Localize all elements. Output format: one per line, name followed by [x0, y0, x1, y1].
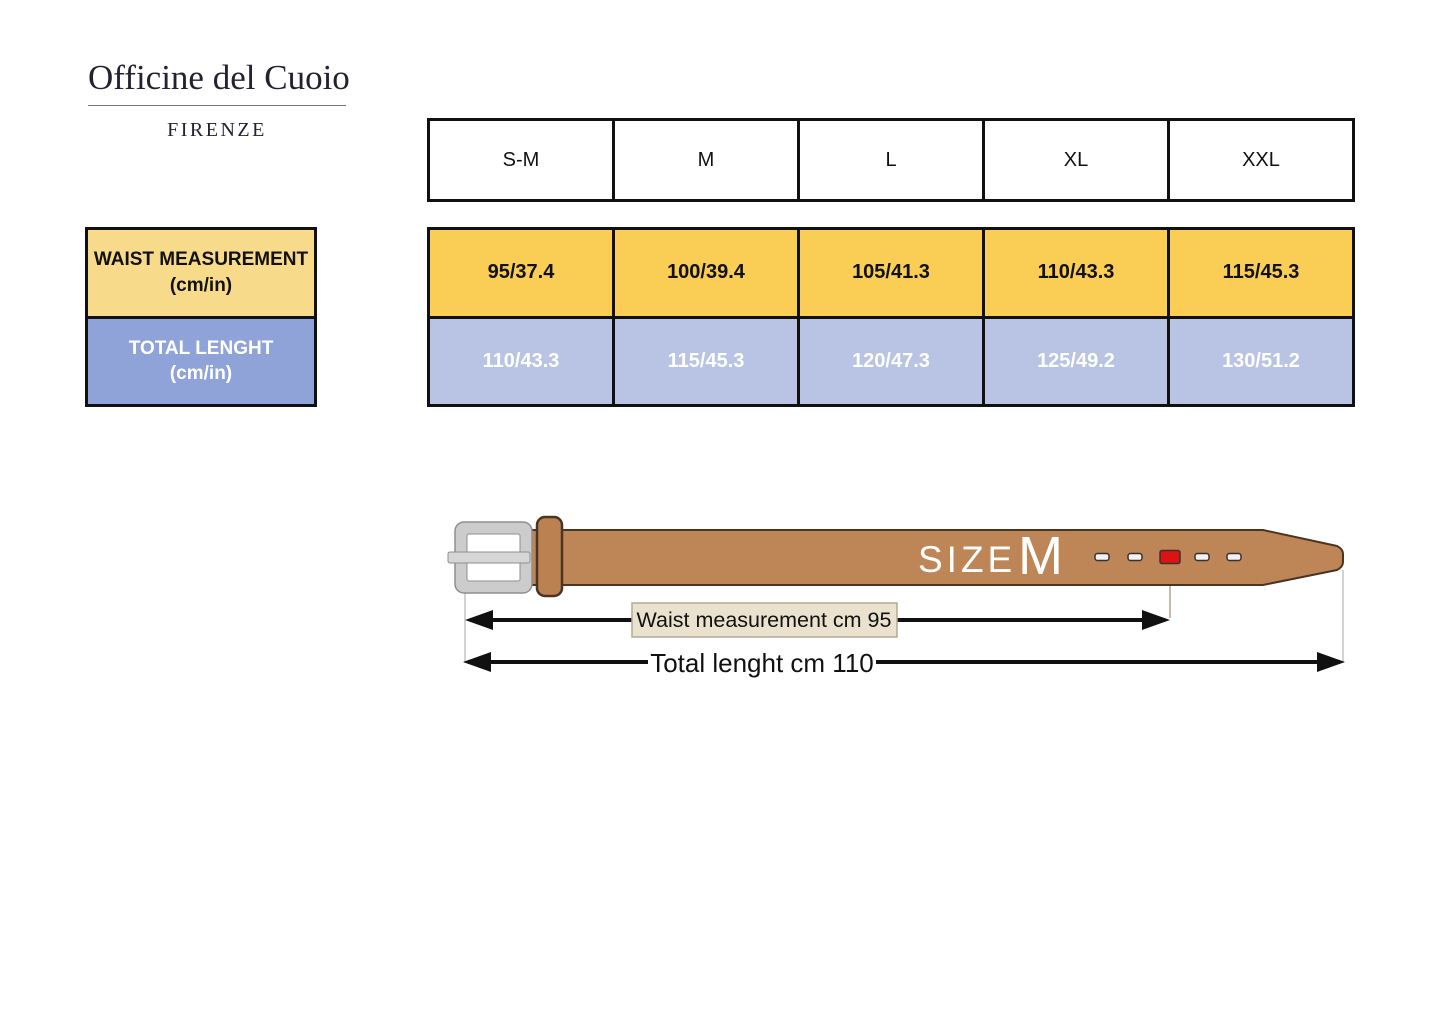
belt-buckle-prong	[447, 551, 531, 564]
size-col-header: M	[615, 121, 800, 199]
total-row-label-text: TOTAL LENGHT	[128, 337, 274, 359]
total-arrowhead-left	[463, 652, 491, 672]
total-value-cell: 125/49.2	[985, 318, 1170, 404]
waist-row-label-unit: (cm/in)	[169, 274, 233, 296]
row-label-block: WAIST MEASUREMENT (cm/in) TOTAL LENGHT (…	[85, 227, 317, 407]
total-row-label: TOTAL LENGHT (cm/in)	[88, 318, 314, 404]
size-col-header: XL	[985, 121, 1170, 199]
waist-value-cell: 100/39.4	[615, 230, 800, 316]
size-col-header: XXL	[1242, 148, 1280, 171]
total-value-cell: 110/43.3	[430, 318, 615, 404]
belt-keeper-loop	[535, 515, 564, 598]
total-length-row: 110/43.3 115/45.3 120/47.3 125/49.2 130/…	[430, 318, 1352, 404]
total-arrowhead-right	[1317, 652, 1345, 672]
belt-strap	[501, 529, 1344, 586]
waist-row-label: WAIST MEASUREMENT (cm/in)	[88, 230, 314, 319]
waist-value-cell: 115/45.3	[1222, 261, 1300, 284]
belt-hole	[1194, 552, 1210, 562]
size-col-header: L	[800, 121, 985, 199]
waist-annotation-box	[631, 602, 898, 638]
brand-logo: Officine del Cuoio FIRENZE	[88, 58, 350, 142]
brand-name: Officine del Cuoio	[88, 58, 350, 106]
belt-diagram: SIZE M Waist measurement cm 95 Total len…	[447, 515, 1345, 680]
waist-measurement-row: 95/37.4 100/39.4 105/41.3 110/43.3 115/4…	[430, 230, 1352, 319]
size-header-row: S-M M L XL XXL	[427, 118, 1355, 202]
belt-size-label: SIZE	[918, 539, 1016, 580]
belt-hole	[1226, 552, 1242, 562]
belt-size-value: M	[1018, 526, 1063, 586]
total-annotation-text: Total lenght cm 110	[650, 648, 874, 678]
waist-value-cell: 95/37.4	[430, 230, 615, 316]
total-annotation-mask	[648, 645, 876, 680]
size-data-grid: 95/37.4 100/39.4 105/41.3 110/43.3 115/4…	[427, 227, 1355, 407]
waist-value-cell: 110/43.3	[985, 230, 1170, 316]
belt-hole	[1127, 552, 1143, 562]
belt-hole-highlighted	[1159, 549, 1181, 565]
belt-hole	[1094, 552, 1110, 562]
waist-row-label-text: WAIST MEASUREMENT	[93, 249, 309, 271]
size-col-header: S-M	[430, 121, 615, 199]
brand-city: FIRENZE	[167, 119, 267, 141]
waist-arrowhead-left	[465, 610, 493, 630]
total-value-cell: 115/45.3	[615, 318, 800, 404]
total-value-cell: 120/47.3	[800, 318, 985, 404]
waist-value-cell: 105/41.3	[800, 230, 985, 316]
total-value-cell: 130/51.2	[1222, 349, 1300, 372]
total-row-label-unit: (cm/in)	[169, 363, 233, 385]
waist-arrowhead-right	[1142, 610, 1170, 630]
waist-annotation-text: Waist measurement cm 95	[637, 608, 892, 632]
